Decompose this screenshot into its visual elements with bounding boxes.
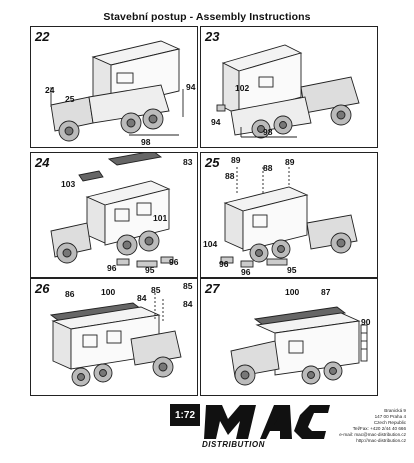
step-number: 23 [205, 29, 220, 44]
step-26-panel: 26 86 100 85 84 85 84 [30, 278, 198, 396]
part-label: 96 [107, 263, 117, 273]
address-line: Tel/Fax: +420 2/44 40 666 [352, 426, 406, 431]
part-label: 98 [141, 137, 151, 147]
part-label: 102 [235, 83, 250, 93]
part-label: 86 [65, 289, 75, 299]
address-line: Czech Republic [373, 420, 406, 425]
step-number: 22 [35, 29, 50, 44]
part-label: 94 [186, 82, 196, 92]
step-22-panel: 22 24 25 94 98 [30, 26, 198, 148]
address-block: Branická 9 147 00 Praha 4 Czech Republic… [339, 408, 406, 444]
address-line: 147 00 Praha 4 [374, 414, 406, 419]
address-line: http://mac-distribution.cz [356, 438, 406, 443]
step-27-panel: 27 100 87 90 [200, 278, 378, 396]
step-25-panel: 25 89 88 88 89 104 96 96 95 [200, 152, 378, 278]
step-number: 26 [35, 281, 50, 296]
address-line: e-mail: mac@mac-distribution.cz [339, 432, 406, 437]
step-22-drawing [50, 40, 184, 142]
address-line: Branická 9 [384, 408, 406, 413]
step-24-drawing [50, 153, 174, 268]
part-label: 83 [183, 157, 193, 167]
part-label: 88 [225, 171, 235, 181]
step-number: 24 [35, 155, 50, 170]
step-24-panel: 24 83 103 101 96 95 96 [30, 152, 198, 278]
part-label: 96 [169, 257, 179, 267]
part-label: 90 [361, 317, 371, 327]
step-27-drawing [230, 306, 368, 386]
part-label: 103 [61, 179, 76, 189]
part-label: 25 [65, 94, 75, 104]
part-label: 96 [241, 267, 251, 277]
brand-name: DISTRIBUTION [202, 440, 265, 449]
part-label: 101 [153, 213, 168, 223]
part-label: 100 [285, 287, 300, 297]
part-label: 95 [145, 265, 155, 275]
step-number: 25 [205, 155, 220, 170]
part-label: 89 [285, 157, 295, 167]
part-label: 104 [203, 239, 218, 249]
part-label: 85 [183, 281, 193, 291]
part-label: 100 [101, 287, 116, 297]
part-label: 88 [263, 163, 273, 173]
part-label: 94 [211, 117, 221, 127]
step-23-panel: 23 102 94 98 [200, 26, 378, 148]
part-label: 87 [321, 287, 331, 297]
mac-logo-icon [204, 405, 330, 439]
part-label: 95 [287, 265, 297, 275]
scale-badge: 1:72 [170, 404, 200, 426]
part-label: 89 [231, 155, 241, 165]
step-number: 27 [205, 281, 220, 296]
part-label: 85 [151, 285, 161, 295]
page-title: Stavební postup - Assembly Instructions [103, 11, 311, 23]
part-label: 24 [45, 85, 55, 95]
part-label: 98 [263, 127, 273, 137]
part-label: 96 [219, 259, 229, 269]
step-26-drawing [49, 293, 182, 387]
step-23-drawing [216, 44, 360, 139]
step-25-drawing [220, 167, 358, 268]
part-label: 84 [137, 293, 147, 303]
part-label: 84 [183, 299, 193, 309]
